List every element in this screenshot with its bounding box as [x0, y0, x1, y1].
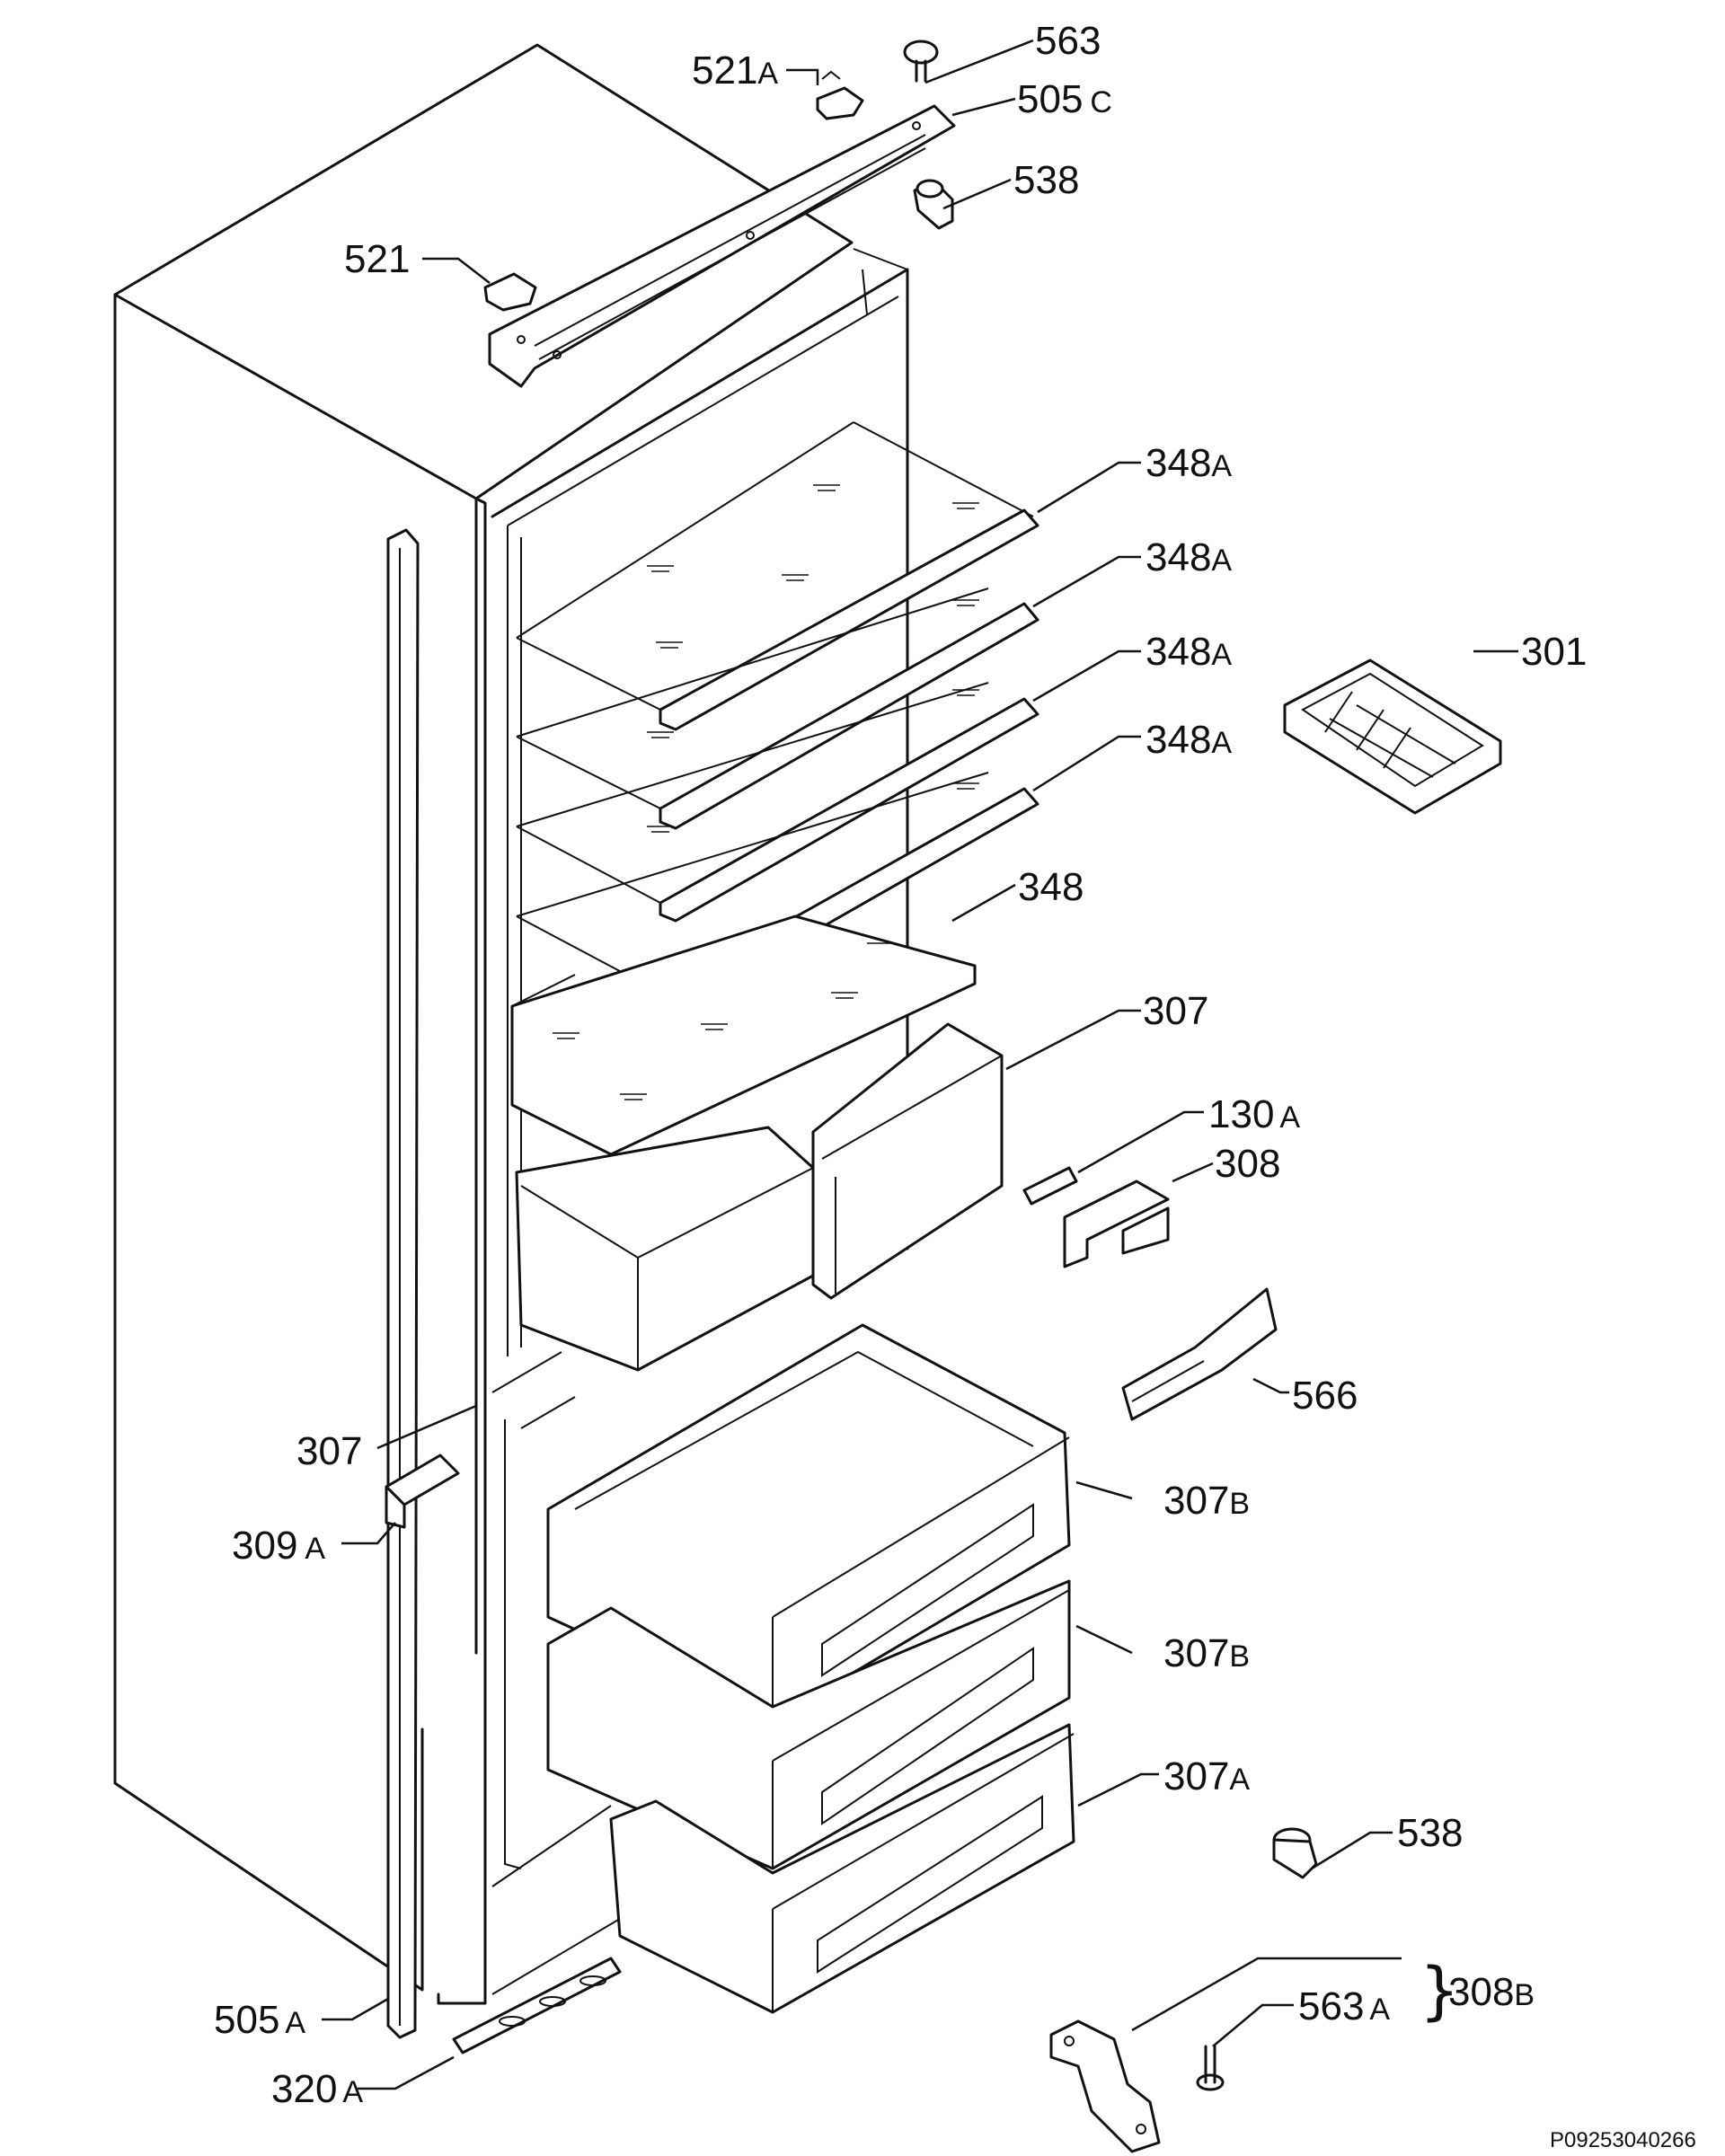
- bottom-rail-320a: [452, 1957, 622, 2054]
- label-308b: 308B: [1448, 1970, 1535, 2014]
- label-307-left: 307: [296, 1429, 362, 1473]
- handle-cap-521: [483, 272, 537, 312]
- clip-130a: [1022, 1166, 1078, 1206]
- flap-566: [1121, 1287, 1278, 1421]
- cabinet-body: [113, 43, 909, 2005]
- screw-563: [903, 40, 939, 83]
- label-348a-1: 348A: [1146, 441, 1232, 485]
- freezer-drawer-307b-1: [546, 1323, 1071, 1722]
- door-seal-strip-505a: [386, 528, 420, 2039]
- label-348: 348: [1018, 865, 1084, 909]
- label-307a: 307A: [1163, 1754, 1250, 1798]
- glass-shelf-348a-1: [516, 421, 1039, 731]
- ice-tray-301: [1283, 658, 1502, 815]
- label-301: 301: [1521, 630, 1587, 674]
- label-538-top: 538: [1013, 158, 1079, 202]
- freezer-drawer-307a: [609, 1723, 1075, 2014]
- hinge-308: [1063, 1180, 1170, 1268]
- label-521: 521: [344, 237, 410, 281]
- glass-shelf-348: [510, 915, 977, 1156]
- handle-309a: [385, 1454, 460, 1529]
- leader-lines: [322, 39, 1518, 2090]
- screw-563a: [1196, 2045, 1225, 2091]
- glass-shelf-348a-2: [516, 588, 1039, 830]
- label-566: 566: [1292, 1374, 1358, 1418]
- label-307b-1: 307B: [1163, 1479, 1250, 1523]
- bottom-hinge-308b: [1049, 2019, 1161, 2153]
- hinge-pin-538-top: [913, 179, 954, 230]
- label-563: 563: [1035, 19, 1101, 63]
- hinge-pin-538-bottom: [1272, 1827, 1318, 1879]
- label-348a-3: 348A: [1146, 630, 1232, 674]
- drawing-code: P09253040266: [1550, 2128, 1696, 2152]
- label-538-bottom: 538: [1397, 1811, 1463, 1855]
- label-521a: 521A: [692, 49, 778, 93]
- freezer-drawer-307b-2: [546, 1579, 1071, 1870]
- crisper-box-307-top: [515, 1022, 1004, 1372]
- label-348a-2: 348A: [1146, 535, 1232, 579]
- label-307b-2: 307B: [1163, 1631, 1250, 1675]
- label-348a-4: 348A: [1146, 718, 1232, 762]
- brace-308b-group: }: [1420, 1954, 1460, 2028]
- handle-cap-521a: [816, 70, 864, 120]
- label-308: 308: [1215, 1142, 1280, 1186]
- top-hinge-rail-505c: [488, 104, 956, 388]
- glass-shelf-348a-3: [516, 682, 1039, 923]
- label-307-top: 307: [1143, 989, 1208, 1033]
